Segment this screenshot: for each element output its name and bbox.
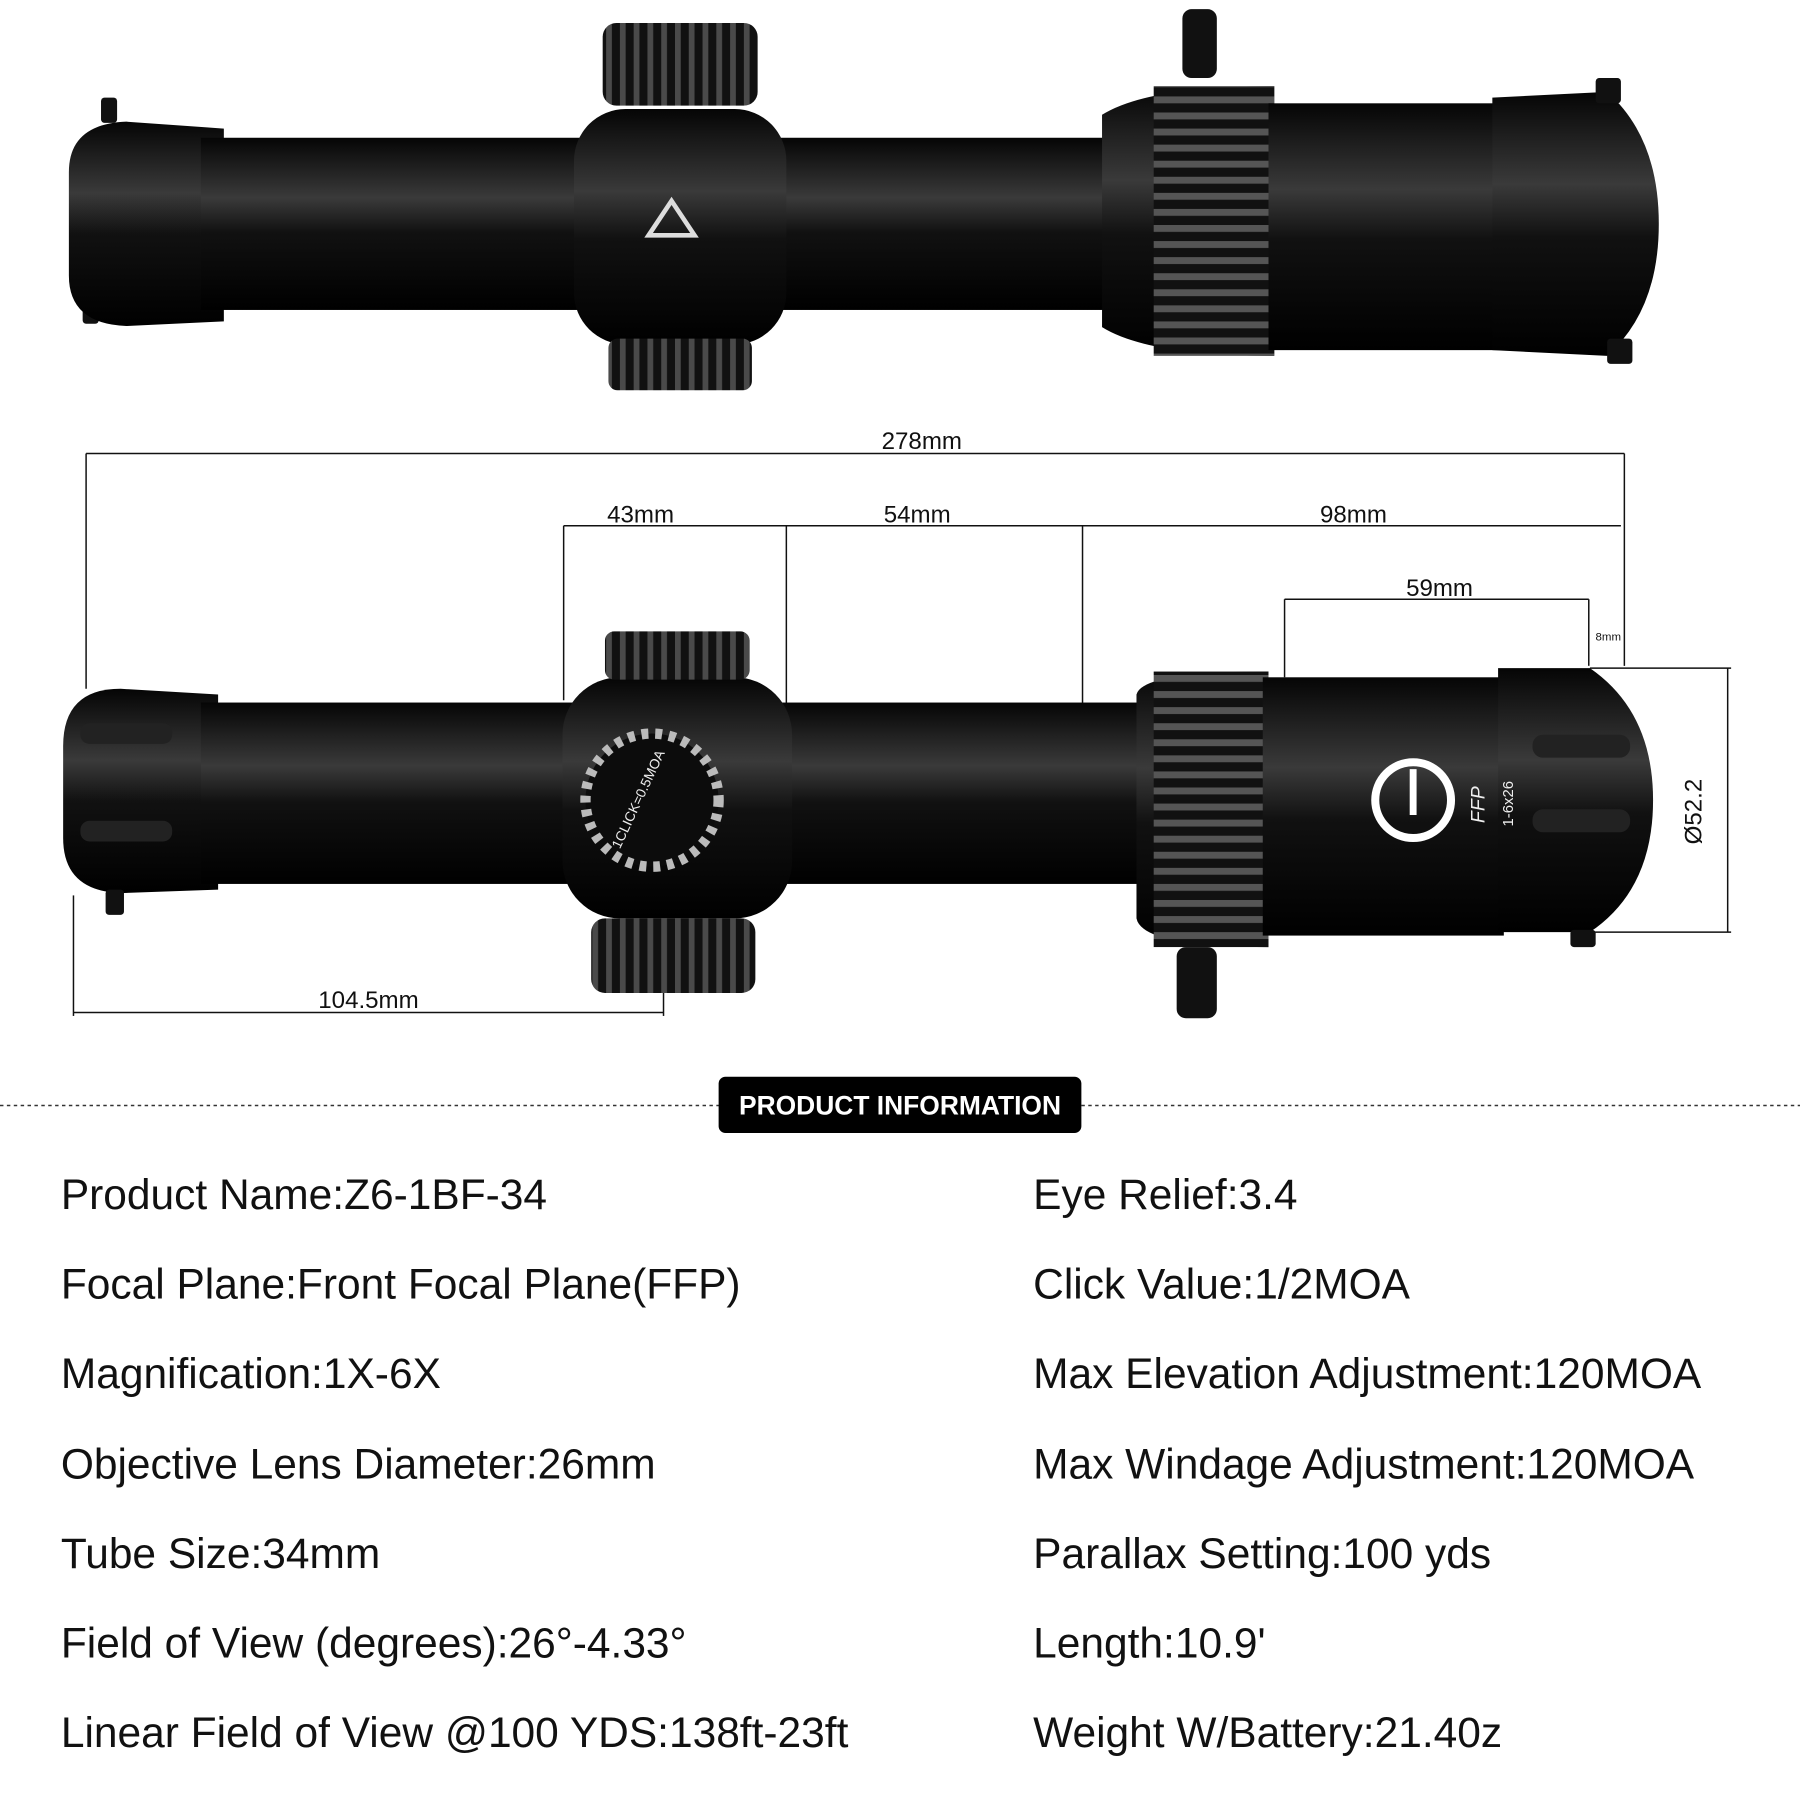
windage-turret[interactable] bbox=[591, 918, 756, 993]
dim-59: 59mm bbox=[1406, 575, 1473, 602]
ocular-bell bbox=[1498, 668, 1654, 933]
spec-item: Tube Size:34mm bbox=[61, 1530, 380, 1577]
dim-98: 98mm bbox=[1320, 501, 1387, 528]
spec-item: Linear Field of View @100 YDS:138ft-23ft bbox=[61, 1709, 849, 1756]
magnification-ring[interactable] bbox=[1153, 671, 1269, 948]
illumination-dial[interactable] bbox=[580, 728, 724, 872]
specs-left-column: Product Name:Z6-1BF-34 Focal Plane:Front… bbox=[61, 1171, 849, 1756]
elevation-turret[interactable] bbox=[602, 22, 758, 106]
model-marking: 1-6x26 bbox=[1500, 781, 1517, 827]
spec-item: Focal Plane:Front Focal Plane(FFP) bbox=[61, 1260, 741, 1307]
dim-8: 8mm bbox=[1596, 632, 1622, 644]
ocular-bell bbox=[1492, 91, 1659, 356]
eyepiece bbox=[68, 121, 224, 327]
section-banner-label: PRODUCT INFORMATION bbox=[739, 1091, 1061, 1121]
elevation-turret[interactable] bbox=[604, 631, 750, 680]
spec-item: Max Windage Adjustment:120MOA bbox=[1033, 1441, 1695, 1488]
dim-104: 104.5mm bbox=[318, 987, 418, 1014]
specs-right-column: Eye Relief:3.4 Click Value:1/2MOA Max El… bbox=[1033, 1171, 1702, 1756]
turret-housing bbox=[573, 109, 787, 345]
throw-lever[interactable] bbox=[1176, 947, 1217, 1019]
dim-overall-length: 278mm bbox=[882, 428, 962, 455]
brand-logo-icon bbox=[644, 196, 699, 238]
spec-item: Magnification:1X-6X bbox=[61, 1350, 441, 1397]
throw-lever[interactable] bbox=[1182, 9, 1217, 79]
section-banner bbox=[718, 1076, 1082, 1134]
spec-item: Field of View (degrees):26°-4.33° bbox=[61, 1620, 687, 1667]
ocular-housing bbox=[1262, 677, 1504, 936]
spec-item: Click Value:1/2MOA bbox=[1033, 1260, 1411, 1307]
magnification-ring[interactable] bbox=[1153, 86, 1275, 356]
lens-cap-tab bbox=[101, 97, 118, 123]
ffp-marking: FFP bbox=[1467, 786, 1489, 823]
spec-item: Max Elevation Adjustment:120MOA bbox=[1033, 1350, 1702, 1397]
windage-turret[interactable] bbox=[608, 338, 752, 391]
dim-43: 43mm bbox=[607, 501, 674, 528]
spec-item: Weight W/Battery:21.40z bbox=[1033, 1709, 1502, 1756]
spec-item: Product Name:Z6-1BF-34 bbox=[61, 1171, 547, 1218]
ocular-housing bbox=[1268, 103, 1510, 351]
scope-top-view bbox=[68, 9, 1659, 391]
brand-logo-icon bbox=[1371, 758, 1456, 843]
spec-item: Eye Relief:3.4 bbox=[1033, 1171, 1297, 1218]
objective-end bbox=[63, 688, 219, 894]
spec-item: Parallax Setting:100 yds bbox=[1033, 1530, 1491, 1577]
scope-side-view: 1CLICK=0.5MOA FFP 1-6x26 bbox=[63, 631, 1654, 1019]
spec-item: Length:10.9' bbox=[1033, 1620, 1265, 1667]
dim-diameter: Ø52.2 bbox=[1680, 779, 1707, 845]
spec-item: Objective Lens Diameter:26mm bbox=[61, 1441, 656, 1488]
dim-54: 54mm bbox=[884, 501, 951, 528]
